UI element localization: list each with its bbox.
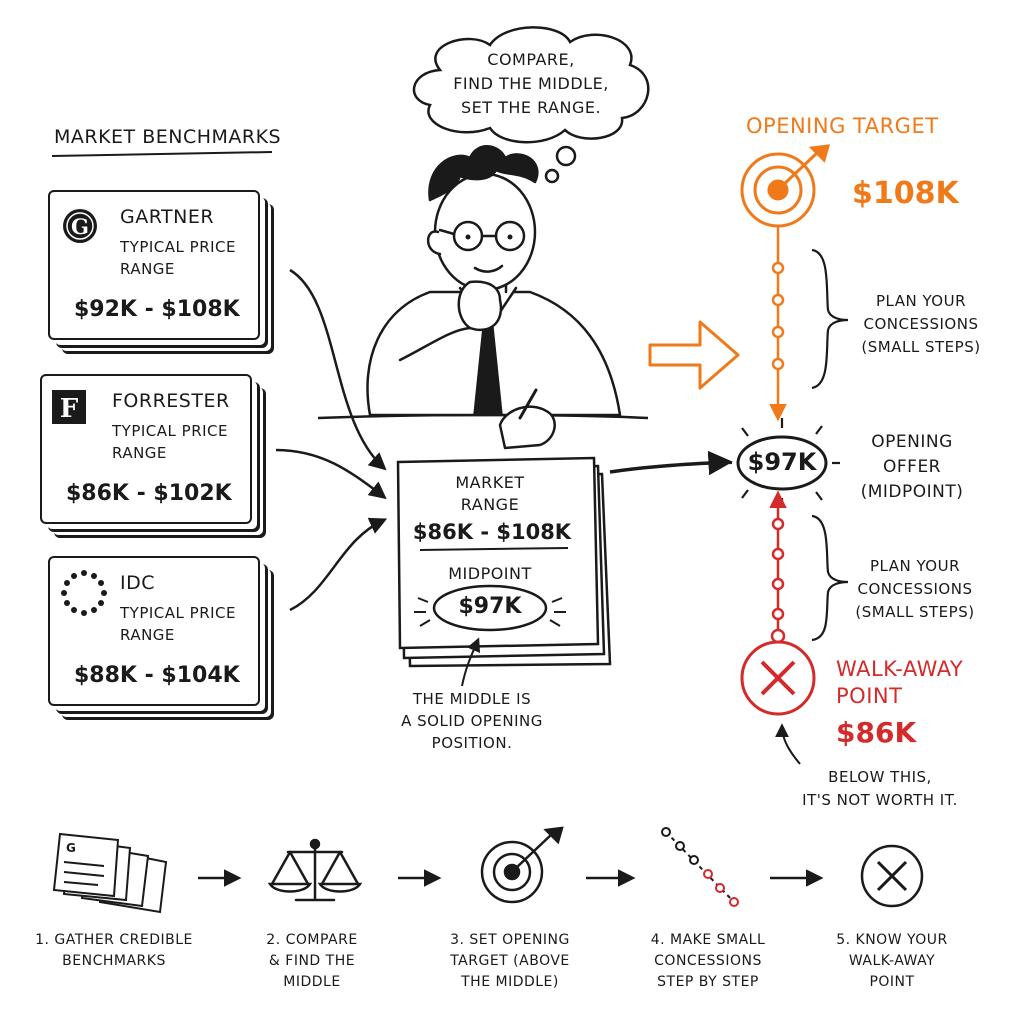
walkaway-note-line-1: BELOW THIS, <box>828 768 932 786</box>
thought-bubble-cloud <box>412 26 650 184</box>
midpoint-value: $97K <box>458 594 522 619</box>
step-1-line-1: 1. GATHER CREDIBLE <box>35 932 193 948</box>
walkaway-label-line-1: WALK-AWAY <box>836 657 964 681</box>
orange-concession-chain <box>769 226 787 422</box>
concessions-top-line-3: (SMALL STEPS) <box>861 338 981 356</box>
sheet-divider <box>419 547 569 551</box>
walkaway-label: WALK-AWAY POINT <box>836 656 963 710</box>
thought-line-1: COMPARE, <box>487 50 575 69</box>
opening-target-label: OPENING TARGET <box>746 114 939 138</box>
process-step-2: 2. COMPARE & FIND THE MIDDLE <box>222 930 402 993</box>
walkaway-value: $86K <box>836 716 917 749</box>
thought-line-3: SET THE RANGE. <box>460 98 602 117</box>
target-icon <box>480 826 564 904</box>
benchmarks-title: MARKET BENCHMARKS <box>54 126 282 148</box>
process-step-5: 5. KNOW YOUR WALK-AWAY POINT <box>802 930 982 993</box>
opening-target-icon <box>740 144 831 228</box>
concessions-bottom-line-3: (SMALL STEPS) <box>855 603 975 621</box>
market-range-value: $86K - $108K <box>412 520 572 544</box>
market-range-label: MARKET RANGE <box>430 472 550 516</box>
benchmark-card-idc: IDC TYPICAL PRICE RANGE $88K - $104K <box>48 556 260 706</box>
market-label-line-1: MARKET <box>455 473 525 492</box>
step-2-line-3: MIDDLE <box>283 974 341 990</box>
step-4-line-2: CONCESSIONS <box>654 953 762 969</box>
opening-offer-value: $97K <box>747 448 817 476</box>
offer-label-line-1: OPENING <box>871 432 953 452</box>
benchmark-card-gartner: GARTNER TYPICAL PRICE RANGE $92K - $108K <box>48 190 260 340</box>
concessions-top-line-2: CONCESSIONS <box>863 315 979 333</box>
opening-offer-oval <box>736 435 828 491</box>
step-4-line-3: STEP BY STEP <box>657 974 759 990</box>
step-2-line-1: 2. COMPARE <box>266 932 358 948</box>
arrow-idc-to-sheet <box>289 517 388 612</box>
card-subtitle: TYPICAL PRICE RANGE <box>120 604 236 644</box>
midpoint-label: MIDPOINT <box>448 564 532 583</box>
x-circle-icon <box>860 844 924 908</box>
walkaway-note: BELOW THIS, IT'S NOT WORTH IT. <box>790 766 970 812</box>
scales-icon <box>267 838 363 902</box>
card-name: IDC <box>120 572 156 594</box>
card-name: GARTNER <box>120 206 215 228</box>
thought-bubble-text: COMPARE, FIND THE MIDDLE, SET THE RANGE. <box>436 48 626 120</box>
opening-target-value: $108K <box>852 176 959 211</box>
step-3-line-3: THE MIDDLE) <box>461 974 559 990</box>
sheet-midpoint-oval <box>432 584 548 632</box>
concessions-brace-top <box>811 248 849 390</box>
walkaway-note-line-2: IT'S NOT WORTH IT. <box>802 791 958 809</box>
card-range: $86K - $102K <box>66 481 232 506</box>
card-name: FORRESTER <box>112 390 230 412</box>
middle-note-line-3: POSITION. <box>431 734 513 752</box>
step-3-line-2: TARGET (ABOVE <box>450 953 570 969</box>
benchmark-card-forrester: FORRESTER TYPICAL PRICE RANGE $86K - $10… <box>40 374 252 524</box>
middle-note-line-1: THE MIDDLE IS <box>412 690 532 708</box>
step-5-line-2: WALK-AWAY <box>848 953 936 969</box>
svg-text:G: G <box>66 841 76 855</box>
process-step-3: 3. SET OPENING TARGET (ABOVE THE MIDDLE) <box>420 930 600 993</box>
step-5-line-3: POINT <box>869 974 915 990</box>
step-1-line-2: BENCHMARKS <box>62 953 166 969</box>
opening-offer-emphasis <box>726 418 840 508</box>
middle-note-arrow <box>461 637 481 687</box>
concessions-brace-bottom <box>811 514 849 642</box>
arrow-forrester-to-sheet <box>275 448 387 500</box>
opening-offer-label: OPENING OFFER (MIDPOINT) <box>852 430 972 505</box>
thought-line-2: FIND THE MIDDLE, <box>453 74 609 93</box>
step-2-line-2: & FIND THE <box>268 953 356 969</box>
red-concession-chain <box>769 490 787 644</box>
person-illustration-icon <box>366 145 622 450</box>
offer-label-line-2: OFFER <box>883 457 941 477</box>
arrow-gartner-to-sheet <box>289 268 387 471</box>
concessions-bottom-line-2: CONCESSIONS <box>857 580 973 598</box>
concessions-top-line-1: PLAN YOUR <box>875 292 967 310</box>
concessions-bottom-note: PLAN YOUR CONCESSIONS (SMALL STEPS) <box>840 555 990 624</box>
middle-note: THE MIDDLE IS A SOLID OPENING POSITION. <box>392 688 552 754</box>
market-sheet-stack <box>396 456 612 668</box>
offer-label-line-3: (MIDPOINT) <box>860 482 964 502</box>
steps-chain-icon <box>661 827 739 907</box>
process-step-4: 4. MAKE SMALL CONCESSIONS STEP BY STEP <box>618 930 798 993</box>
benchmarks-title-underline <box>51 151 273 157</box>
card-range: $92K - $108K <box>74 297 240 322</box>
step-5-line-1: 5. KNOW YOUR <box>836 932 948 948</box>
concessions-bottom-line-1: PLAN YOUR <box>869 557 961 575</box>
documents-icon: G <box>52 832 168 914</box>
step-4-line-1: 4. MAKE SMALL <box>650 932 766 948</box>
orange-block-arrow <box>648 320 740 390</box>
step-3-line-1: 3. SET OPENING <box>450 932 570 948</box>
market-label-line-2: RANGE <box>460 495 520 514</box>
walkaway-note-arrow <box>775 723 801 765</box>
sheet-midpoint-emphasis <box>414 597 566 627</box>
middle-note-line-2: A SOLID OPENING <box>401 712 543 730</box>
card-range: $88K - $104K <box>74 663 240 688</box>
walkaway-label-line-2: POINT <box>836 684 903 708</box>
card-subtitle: TYPICAL PRICE RANGE <box>120 238 236 278</box>
walk-away-x-icon <box>740 640 816 716</box>
concessions-top-note: PLAN YOUR CONCESSIONS (SMALL STEPS) <box>846 290 996 359</box>
process-step-1: 1. GATHER CREDIBLE BENCHMARKS <box>24 930 204 972</box>
arrow-sheet-to-offer <box>609 450 733 476</box>
card-subtitle: TYPICAL PRICE RANGE <box>112 422 228 462</box>
